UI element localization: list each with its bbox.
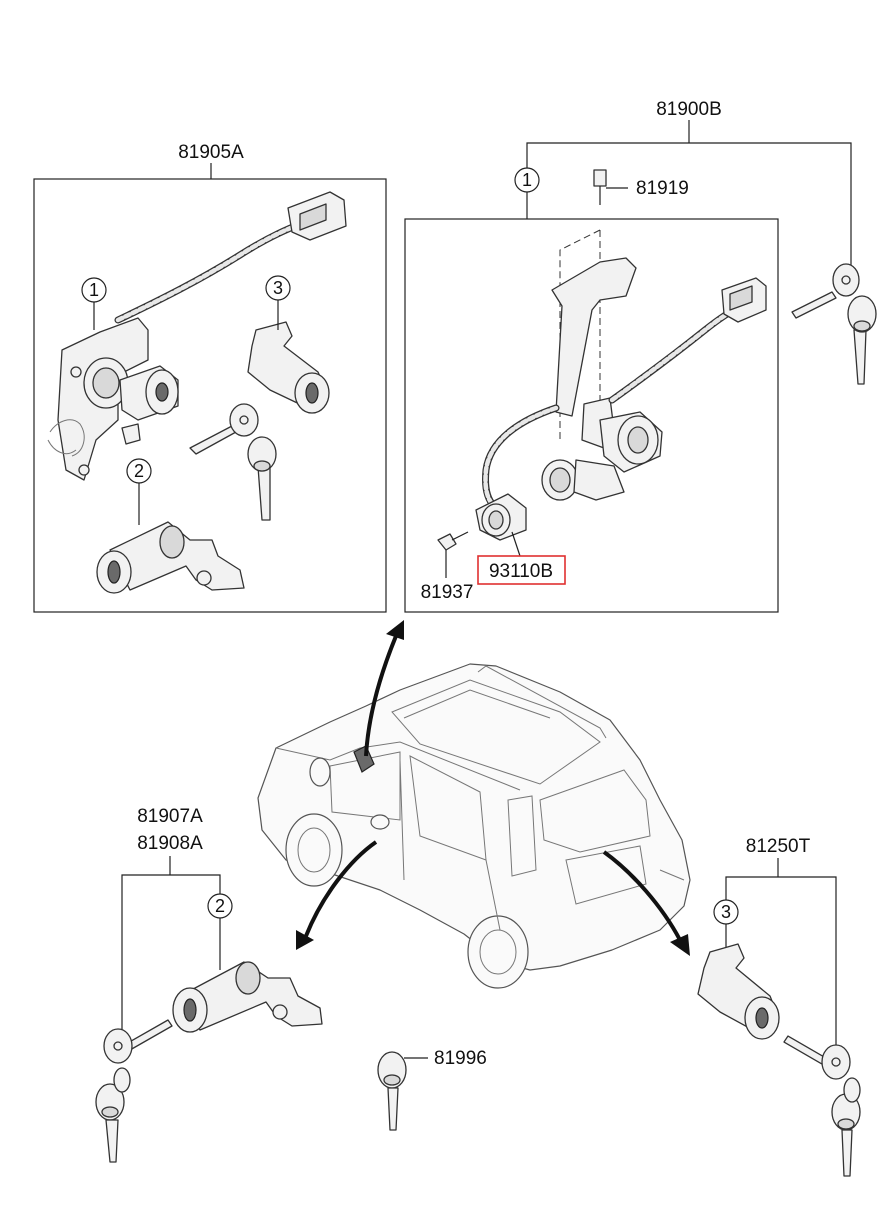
key-illumination-coil <box>475 493 527 541</box>
highlight-box <box>477 555 566 585</box>
label-81907a: 81907A <box>137 806 203 827</box>
label-81905a: 81905A <box>178 142 244 163</box>
tailgate-lock-group: 81250T 3 <box>697 836 861 1177</box>
door-lock-cylinder-left <box>96 521 245 594</box>
ignition-switch-assembly-right <box>482 229 767 510</box>
callout-2-door: 2 <box>207 893 233 919</box>
label-81900b: 81900B <box>656 99 722 120</box>
door-lock-group: 81907A 81908A 2 <box>95 806 323 1163</box>
label-93110b: 93110B <box>489 561 553 582</box>
leader-arrow-ignition <box>364 620 404 757</box>
callout-3-tailgate: 3 <box>713 899 739 925</box>
key-pair-top-right <box>791 263 877 385</box>
callout-1-left: 1 <box>81 277 107 330</box>
door-key-pair <box>95 1019 173 1163</box>
leader-arrow-tailgate <box>602 850 690 956</box>
leader-arrow-door <box>296 840 378 950</box>
highlighted-part-93110b[interactable]: 93110B <box>477 531 566 585</box>
panel-frame-right <box>404 218 779 613</box>
svg-text:1: 1 <box>89 280 99 300</box>
blank-key: 81996 <box>377 1048 487 1131</box>
label-81996: 81996 <box>434 1048 487 1069</box>
callout-3-left: 3 <box>265 275 291 330</box>
label-81908a: 81908A <box>137 833 203 854</box>
svg-text:2: 2 <box>215 896 225 916</box>
label-81919: 81919 <box>636 178 689 199</box>
key-pair-left <box>189 403 277 521</box>
ignition-switch-assembly-left <box>47 191 347 481</box>
door-lock-cylinder <box>172 961 323 1033</box>
svg-text:2: 2 <box>134 461 144 481</box>
lock-set-panel-right: 81900B 1 81919 <box>404 99 852 613</box>
callout-2-left: 2 <box>126 458 152 525</box>
tailgate-key-pair <box>783 1035 861 1177</box>
svg-text:1: 1 <box>522 170 532 190</box>
screw-81937: 81937 <box>421 531 474 603</box>
glove-box-lock-left <box>247 321 330 414</box>
tailgate-lock-cylinder <box>697 943 780 1040</box>
label-81937: 81937 <box>421 582 474 603</box>
vehicle-illustration <box>257 663 691 989</box>
label-81250t: 81250T <box>746 836 811 857</box>
svg-text:3: 3 <box>273 278 283 298</box>
callout-1-right: 1 <box>514 167 540 193</box>
lock-set-panel-left: 81905A <box>33 142 387 613</box>
bolt-81919: 81919 <box>593 169 689 205</box>
svg-text:3: 3 <box>721 902 731 922</box>
panel-frame-left <box>33 178 387 613</box>
